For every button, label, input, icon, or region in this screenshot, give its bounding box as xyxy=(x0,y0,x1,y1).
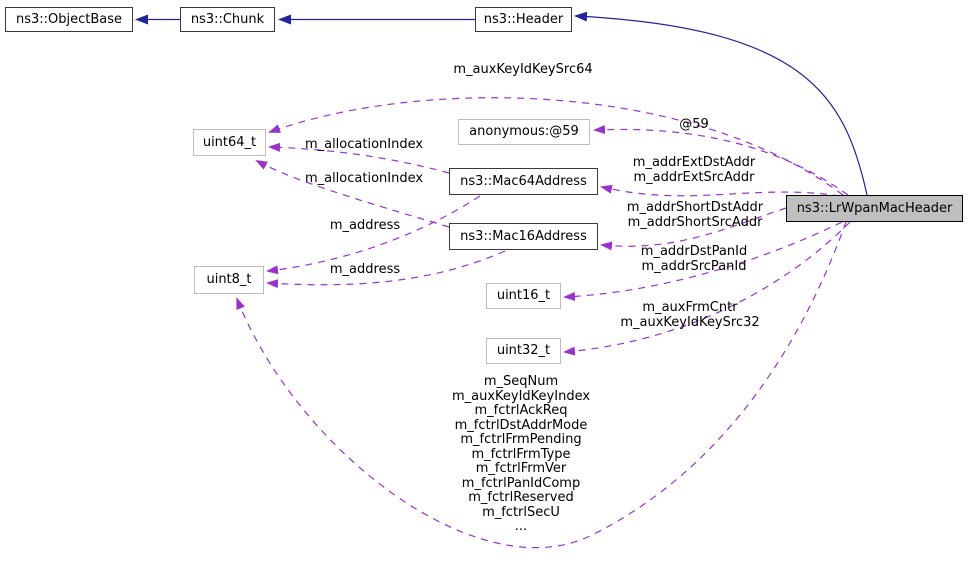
usage-edge-focus-to-uint32 xyxy=(563,221,851,356)
edge-label-at59: @59 xyxy=(679,117,709,132)
node-ns3-lrwpanmacheader: ns3::LrWpanMacHeader xyxy=(786,195,963,222)
node-ns3-mac16address[interactable]: ns3::Mac16Address xyxy=(449,223,598,250)
node-ns3-objectbase[interactable]: ns3::ObjectBase xyxy=(5,7,133,32)
edge-label-short-addr: m_addrShortDstAddr m_addrShortSrcAddr xyxy=(626,200,764,230)
usage-edge-mac64-to-uint8 xyxy=(266,195,481,275)
edge-label-allocation-index-bottom: m_allocationIndex xyxy=(304,171,424,186)
node-ns3-chunk[interactable]: ns3::Chunk xyxy=(180,7,275,32)
node-ns3-mac64address[interactable]: ns3::Mac64Address xyxy=(449,168,598,195)
usage-edge-focus-to-uint64 xyxy=(268,97,844,196)
edge-label-uint8-members: m_SeqNum m_auxKeyIdKeyIndex m_fctrlAckRe… xyxy=(451,374,591,534)
usage-edge-mac16-to-uint8 xyxy=(266,250,506,289)
usage-edge-focus-to-mac16 xyxy=(600,207,787,251)
node-uint16-t: uint16_t xyxy=(486,283,561,309)
usage-edge-mac64-to-uint64 xyxy=(268,142,450,174)
edge-label-address-bottom: m_address xyxy=(329,262,401,277)
edge-label-pan-id: m_addrDstPanId m_addrSrcPanId xyxy=(640,244,748,274)
node-uint32-t: uint32_t xyxy=(486,338,561,364)
usage-edge-focus-to-anonymous xyxy=(593,125,849,196)
usage-edge-focus-to-uint16 xyxy=(563,221,843,301)
node-uint64-t: uint64_t xyxy=(193,129,266,156)
usage-edge-focus-to-mac64 xyxy=(600,184,841,197)
edge-label-allocation-index-top: m_allocationIndex xyxy=(304,137,424,152)
edge-label-ext-addr: m_addrExtDstAddr m_addrExtSrcAddr xyxy=(632,155,756,185)
edge-label-aux-frm: m_auxFrmCntr m_auxKeyIdKeySrc32 xyxy=(620,300,760,330)
node-ns3-header[interactable]: ns3::Header xyxy=(475,7,572,32)
edge-label-address-top: m_address xyxy=(329,218,401,233)
inheritance-edge-lrwpanmacheader-to-header xyxy=(574,11,868,196)
usage-edge-mac16-to-uint64 xyxy=(255,160,450,228)
edge-label-aux-key-src64: m_auxKeyIdKeySrc64 xyxy=(453,62,593,77)
node-anonymous-59: anonymous:@59 xyxy=(458,119,590,145)
node-uint8-t: uint8_t xyxy=(194,266,264,294)
